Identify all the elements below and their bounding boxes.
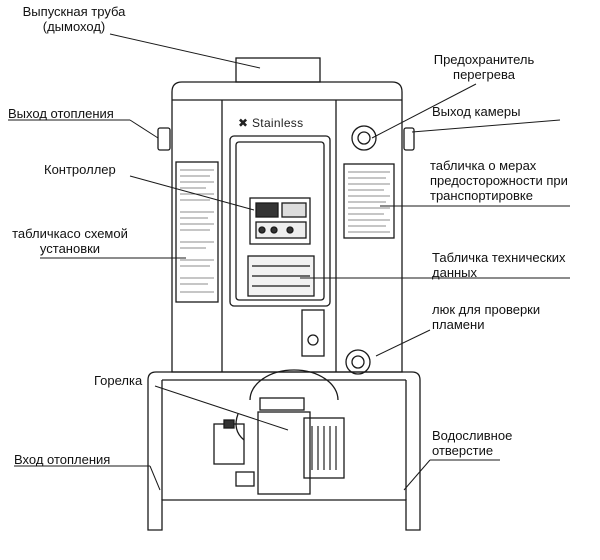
scheme-label: табличкасо схемой установки	[0, 226, 140, 256]
transport-label-line2: предосторожности при	[430, 173, 568, 188]
burner-label: Горелка	[94, 373, 143, 388]
techdata-label-line1: Табличка технических	[432, 250, 566, 265]
transport-label-line3: транспортировке	[430, 188, 533, 203]
brand-logo: ✖ Stainless	[238, 116, 303, 130]
burner-cover	[249, 369, 339, 401]
scheme-label-line2: установки	[39, 241, 101, 256]
overheat-fuse	[351, 125, 377, 151]
techdata-label-line2: данных	[432, 265, 478, 280]
flame-label-line1: люк для проверки	[432, 302, 541, 317]
chimney-label: Выпускная труба (дымоход)	[4, 4, 144, 34]
chimney-pipe	[235, 57, 321, 83]
service-module	[301, 309, 325, 357]
logo-icon: ✖	[238, 116, 249, 130]
brand-name: Stainless	[252, 116, 304, 130]
transport-plate	[343, 163, 395, 239]
drain-label: Водосливное отверстие	[432, 428, 512, 458]
scheme-plate	[175, 161, 219, 303]
burner	[257, 411, 311, 495]
lower-frame	[147, 371, 421, 531]
chimney-label-line1: Выпускная труба	[22, 4, 126, 19]
chamber-out-label: Выход камеры	[432, 104, 521, 119]
flame-hatch	[345, 349, 371, 375]
chamber-outlet	[403, 127, 415, 151]
heat-in-label: Вход отопления	[14, 452, 111, 467]
scheme-label-line1: табличкасо схемой	[12, 226, 128, 241]
drain-label-line1: Водосливное	[432, 428, 513, 443]
controller-label: Контроллер	[44, 162, 116, 177]
burner-motor	[303, 417, 345, 479]
transport-label: табличка о мерах предосторожности при тр…	[430, 158, 568, 203]
flame-label: люк для проверки пламени	[432, 302, 540, 332]
drain-label-line2: отверстие	[432, 443, 494, 458]
overheat-label: Предохранитель перегрева	[424, 52, 544, 82]
overheat-label-line2: перегрева	[453, 67, 515, 82]
flame-label-line2: пламени	[432, 317, 485, 332]
overheat-label-line1: Предохранитель	[433, 52, 535, 67]
transport-label-line1: табличка о мерах	[430, 158, 537, 173]
controller-unit	[249, 197, 311, 245]
chimney-label-line2: (дымоход)	[42, 19, 106, 34]
boiler-body	[171, 81, 403, 373]
front-panel	[229, 135, 331, 307]
techdata-label: Табличка технических данных	[432, 250, 566, 280]
heat-out-label: Выход отопления	[8, 106, 114, 121]
heating-outlet	[157, 127, 171, 151]
